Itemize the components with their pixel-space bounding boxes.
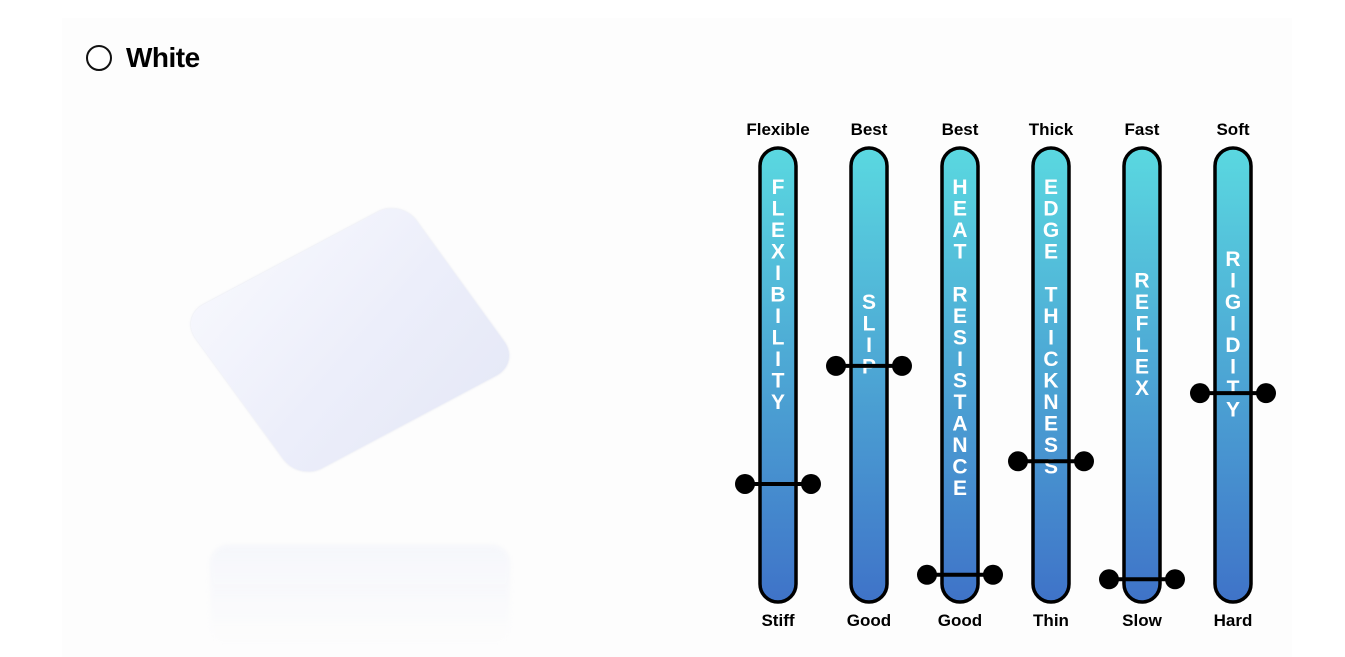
scale-top-label: Best (942, 120, 979, 139)
scale-level-marker (917, 564, 1003, 585)
scale-bar (1213, 146, 1253, 604)
scale-bottom-label: Stiff (761, 611, 794, 630)
radio-button[interactable] (86, 45, 112, 71)
scale-level-marker (1008, 451, 1094, 472)
option-label: White (126, 42, 200, 73)
scale-bottom-label: Good (938, 611, 982, 630)
scale-slip: BestSLIP Good (826, 120, 912, 630)
scale-name: SLIP (862, 291, 876, 379)
scale-top-label: Flexible (746, 120, 809, 139)
scale-bar (849, 146, 889, 604)
scale-bar (940, 146, 980, 604)
property-scales: FlexibleFLEXIBILITYStiffBestSLIPGoodBest… (735, 120, 1276, 630)
scale-top-label: Best (851, 120, 888, 139)
scale-bottom-label: Good (847, 611, 891, 630)
scale-top-label: Thick (1029, 120, 1074, 139)
scale-level-marker (1099, 569, 1185, 590)
scale-bar (1031, 146, 1071, 604)
scale-level-marker (826, 355, 912, 376)
scale-top-label: Soft (1216, 120, 1249, 139)
squeegee-reflection (210, 545, 510, 645)
scale-bottom-label: Thin (1033, 611, 1069, 630)
product-image (180, 190, 560, 645)
scale-bottom-label: Slow (1122, 611, 1162, 630)
scale-bottom-label: Hard (1214, 611, 1253, 630)
scale-bar (758, 146, 798, 604)
scale-bar (1122, 146, 1162, 604)
scale-level-marker (1190, 383, 1276, 404)
squeegee-card (180, 199, 520, 481)
scale-level-marker (735, 473, 821, 494)
color-option-white[interactable]: White (86, 40, 200, 76)
scale-top-label: Fast (1125, 120, 1160, 139)
